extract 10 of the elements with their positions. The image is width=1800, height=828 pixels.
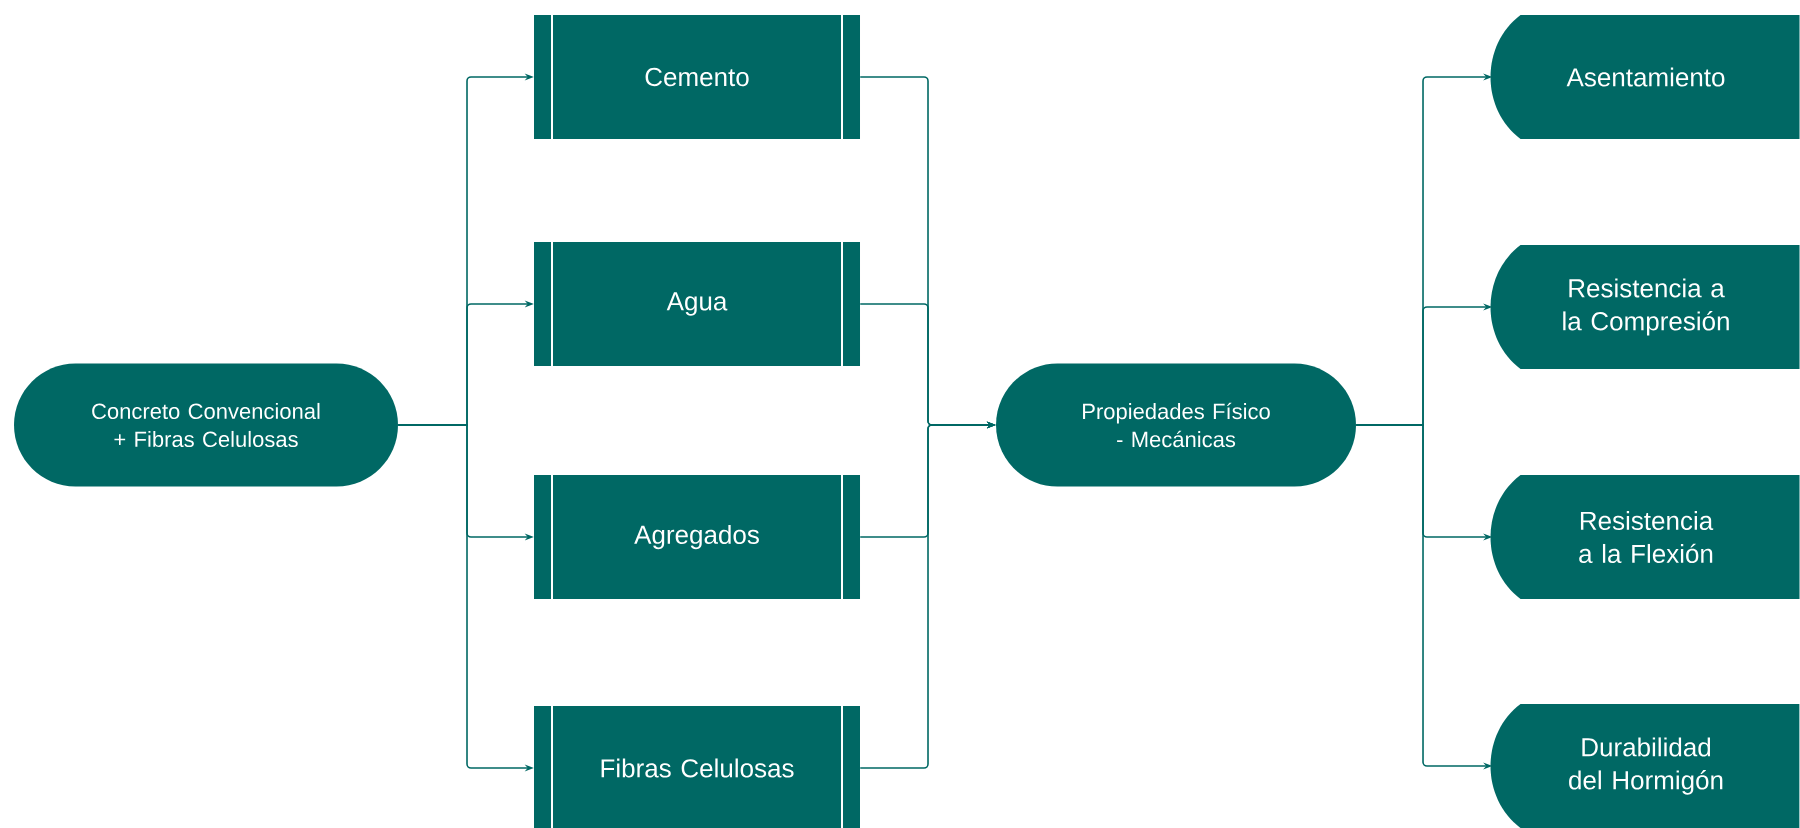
output-box: Durabilidad del Hormigón [1490, 704, 1800, 828]
output-box: Resistencia a la Flexión [1490, 475, 1800, 599]
process-box: Agregados [534, 474, 860, 600]
output-box: Asentamiento [1490, 15, 1800, 139]
process-box: Fibras Celulosas [534, 705, 860, 828]
process-box: Cemento [534, 14, 860, 140]
terminal-pill: Concreto Convencional + Fibras Celulosas [14, 363, 398, 487]
process-box: Agua [534, 241, 860, 367]
terminal-pill: Propiedades Físico - Mecánicas [996, 363, 1356, 487]
output-box: Resistencia a la Compresión [1490, 245, 1800, 369]
